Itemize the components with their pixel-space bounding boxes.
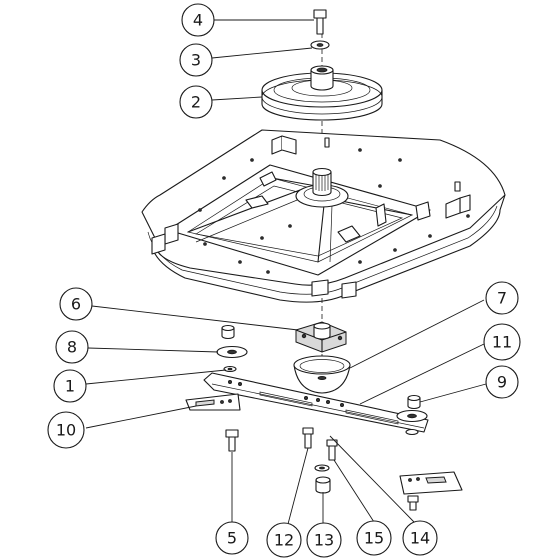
part-bolt-14	[326, 439, 338, 461]
part-nut-13	[315, 476, 331, 494]
part-washer-top	[310, 40, 330, 50]
part-bolt-top	[313, 9, 327, 35]
part-deck-frame	[141, 129, 506, 303]
part-pulley	[261, 65, 383, 121]
callout-13-label: 13	[314, 531, 334, 550]
part-blade	[203, 372, 429, 433]
callout-7-label: 7	[497, 289, 507, 308]
callout-2: 2	[179, 85, 213, 119]
callout-9-label: 9	[497, 373, 507, 392]
callout-8-label: 8	[67, 338, 77, 357]
callout-7: 7	[485, 281, 519, 315]
callout-12-label: 12	[274, 531, 294, 550]
callout-10: 10	[47, 411, 85, 449]
part-bolt-right-tip	[407, 495, 419, 511]
callout-3-label: 3	[191, 51, 201, 70]
callout-11-label: 11	[492, 333, 512, 352]
leader-lines	[85, 19, 487, 525]
callout-1: 1	[53, 369, 87, 403]
part-nut-right	[407, 394, 421, 410]
callout-15-label: 15	[364, 529, 384, 548]
part-cutter-tip-left	[185, 393, 241, 411]
part-washer-small-left	[223, 365, 237, 373]
callout-5-label: 5	[227, 529, 237, 548]
part-washer-15	[314, 464, 330, 472]
part-bolt-5	[225, 429, 239, 452]
callout-6: 6	[59, 287, 93, 321]
callout-6-label: 6	[71, 295, 81, 314]
callout-1-label: 1	[65, 377, 75, 396]
part-bearing-block	[295, 321, 347, 353]
callout-10-label: 10	[56, 421, 76, 440]
callout-5: 5	[215, 521, 249, 555]
callout-2-label: 2	[191, 93, 201, 112]
callout-8: 8	[55, 330, 89, 364]
part-washer-right	[396, 409, 428, 423]
part-nut-left	[221, 324, 235, 340]
callout-4-label: 4	[193, 11, 203, 30]
callout-4: 4	[181, 3, 215, 37]
callout-12: 12	[266, 522, 302, 558]
part-washer-left	[216, 345, 248, 359]
callout-9: 9	[485, 365, 519, 399]
callout-14-label: 14	[410, 529, 430, 548]
callout-15: 15	[356, 520, 392, 556]
part-bolt-12	[302, 427, 314, 449]
callout-13: 13	[306, 522, 342, 558]
part-cutter-tip-right	[399, 471, 463, 495]
callout-11: 11	[483, 323, 521, 361]
part-washer-small-right	[405, 428, 419, 436]
part-cup	[293, 355, 351, 394]
callout-14: 14	[402, 520, 438, 556]
callout-3: 3	[179, 43, 213, 77]
